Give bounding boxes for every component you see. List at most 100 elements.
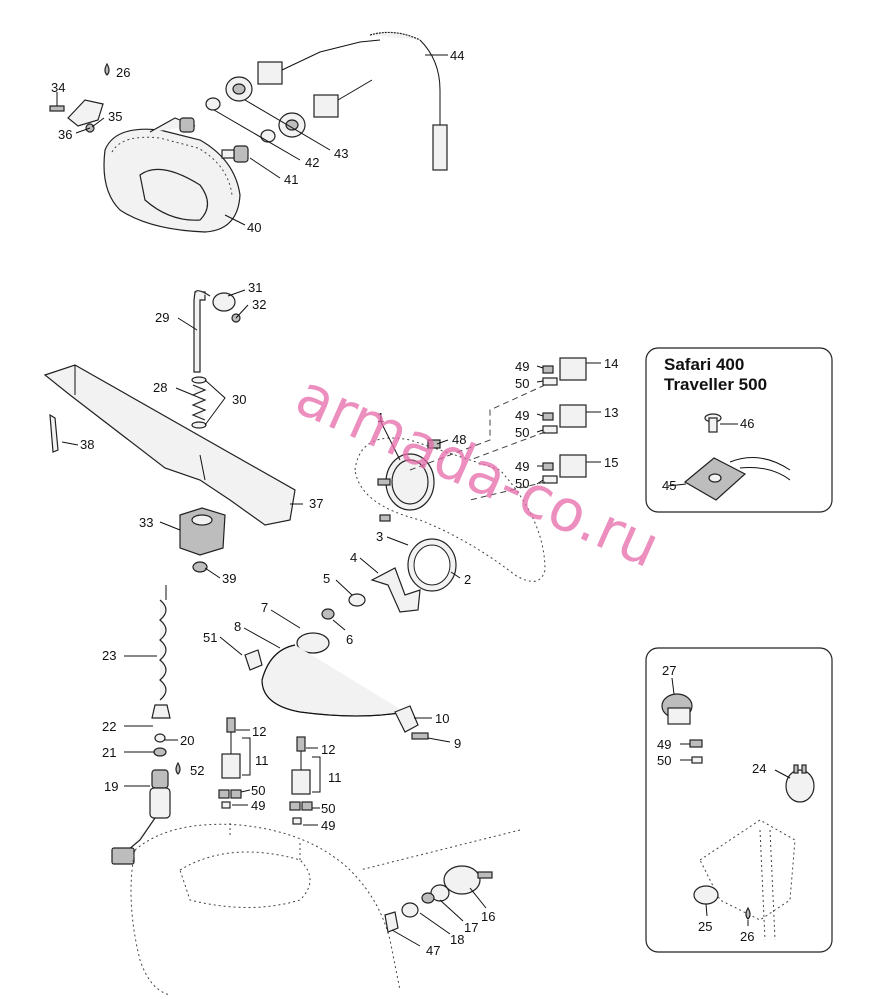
callout-50-left: 50 (251, 783, 265, 798)
speedometer-dotted-outline (354, 437, 546, 582)
leader-lines (56, 54, 791, 947)
cable-clip-10-screw-9 (394, 705, 429, 740)
callout-47: 47 (426, 943, 440, 958)
screw-46 (704, 413, 722, 433)
bracket-4 (370, 567, 421, 613)
switch-14 (542, 357, 587, 386)
spring-28-washer-30 (191, 376, 207, 429)
callout-31: 31 (248, 280, 262, 295)
key-47 (384, 911, 399, 933)
callout-12-left: 12 (252, 724, 266, 739)
callout-49-inset: 49 (657, 737, 671, 752)
support-bracket-37 (43, 364, 296, 526)
screw-48 (427, 439, 441, 449)
callout-40: 40 (247, 220, 261, 235)
callout-48: 48 (452, 432, 466, 447)
grease-26-inset (745, 906, 751, 920)
bulb-socket-41 (221, 145, 249, 163)
switch-13 (542, 404, 587, 434)
callout-49-b: 49 (515, 408, 529, 423)
inset-box-safari-traveller: Safari 400 Traveller 500 (645, 347, 833, 513)
coil-cable-23 (159, 585, 167, 701)
callout-49-right: 49 (321, 818, 335, 833)
callout-50-a: 50 (515, 376, 529, 391)
switch-11-left (218, 717, 242, 809)
nut-17-ring-18 (401, 884, 450, 918)
callout-11-right: 11 (328, 770, 342, 785)
screw-38 (49, 413, 59, 453)
callout-49-left: 49 (251, 798, 265, 813)
callout-38: 38 (80, 437, 94, 452)
o-ring-2 (407, 538, 457, 592)
callout-52: 52 (190, 763, 204, 778)
sensor-24 (785, 764, 815, 803)
callout-8: 8 (234, 619, 241, 634)
knob-33 (179, 507, 226, 556)
frame-inset (699, 819, 796, 941)
callout-35: 35 (108, 109, 122, 124)
callout-36: 36 (58, 127, 72, 142)
callout-1: 1 (377, 410, 384, 425)
callout-39: 39 (222, 571, 236, 586)
callout-19: 19 (104, 779, 118, 794)
callout-24: 24 (752, 761, 766, 776)
switch-27 (661, 693, 693, 725)
callout-18: 18 (450, 932, 464, 947)
connector-49-inset (689, 739, 703, 748)
regulator-45 (683, 457, 791, 501)
ring-25 (693, 885, 719, 905)
callout-34: 34 (51, 80, 65, 95)
callout-12-right: 12 (321, 742, 335, 757)
wiring-harness-44 (257, 31, 448, 171)
callout-13: 13 (604, 405, 618, 420)
grease-26-top (104, 62, 110, 76)
callout-numbers: 44 34 26 35 36 43 42 41 40 31 32 29 28 3… (51, 48, 766, 958)
callout-37: 37 (309, 496, 323, 511)
connector-50-inset (691, 756, 703, 764)
throttle-rod-29 (193, 290, 211, 373)
grommet-31-nut-32 (212, 292, 241, 323)
callout-51: 51 (203, 630, 217, 645)
callout-26-top: 26 (116, 65, 130, 80)
callout-7: 7 (261, 600, 268, 615)
callout-17: 17 (464, 920, 478, 935)
callout-25: 25 (698, 919, 712, 934)
callout-46: 46 (740, 416, 754, 431)
callout-49-a: 49 (515, 359, 529, 374)
callout-2: 2 (464, 572, 471, 587)
callout-23: 23 (102, 648, 116, 663)
inset-title-line1: Safari 400 (664, 355, 744, 374)
speedometer-1 (377, 453, 435, 522)
plug-22-washer-20-21 (151, 704, 171, 757)
speedometer-cable-8 (261, 644, 406, 717)
callout-9: 9 (454, 736, 461, 751)
callout-29: 29 (155, 310, 169, 325)
switch-harness-19 (111, 769, 171, 865)
callout-20: 20 (180, 733, 194, 748)
grease-52 (175, 761, 181, 775)
inset-title-line2: Traveller 500 (664, 375, 767, 394)
switch-11-right (289, 736, 313, 825)
callout-45: 45 (662, 478, 676, 493)
callout-27: 27 (662, 663, 676, 678)
bulb-socket-upper (179, 117, 195, 133)
callout-5: 5 (323, 571, 330, 586)
headlight-assembly (103, 117, 241, 233)
callout-50-inset: 50 (657, 753, 671, 768)
callout-16: 16 (481, 909, 495, 924)
callout-41: 41 (284, 172, 298, 187)
callout-26-inset: 26 (740, 929, 754, 944)
cap-51 (244, 649, 263, 671)
inset-box-2 (645, 647, 833, 953)
watermark: armada-co.ru (286, 361, 669, 581)
callout-6: 6 (346, 632, 353, 647)
switch-15 (542, 454, 587, 484)
washer-5-nut-6 (321, 593, 366, 620)
callout-22: 22 (102, 719, 116, 734)
callout-11-left: 11 (255, 753, 269, 768)
callout-32: 32 (252, 297, 266, 312)
callout-44: 44 (450, 48, 464, 63)
callout-50-c: 50 (515, 476, 529, 491)
callout-10: 10 (435, 711, 449, 726)
